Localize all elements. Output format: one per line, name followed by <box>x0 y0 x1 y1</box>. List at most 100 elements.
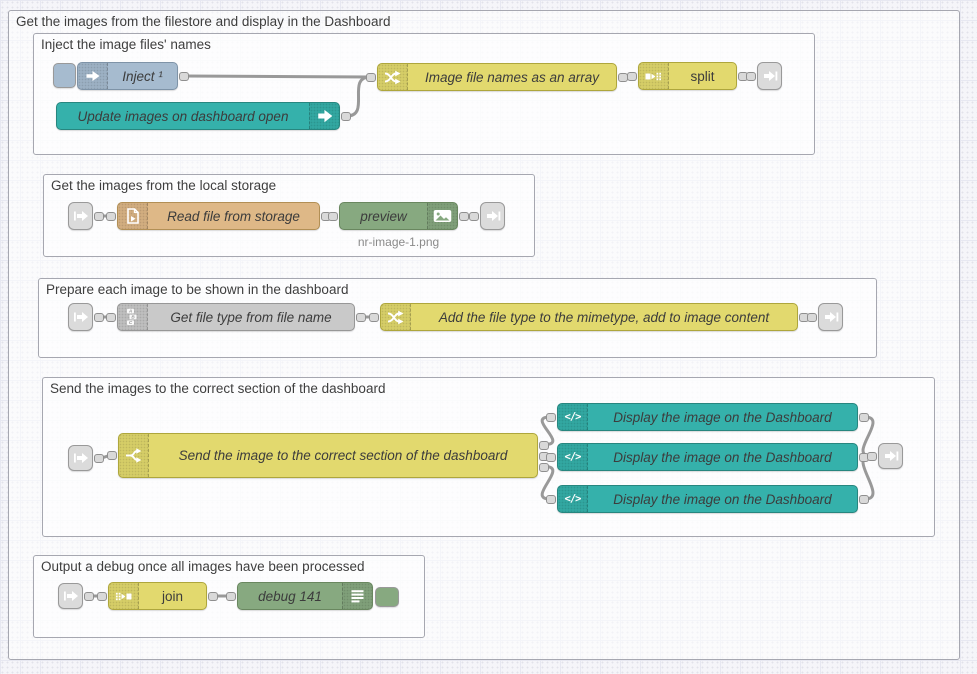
inject-button[interactable] <box>53 63 76 88</box>
switch-fork-icon <box>119 434 149 477</box>
ui-template-node-1[interactable]: </> Display the image on the Dashboard <box>546 403 869 431</box>
code-icon: </> <box>558 444 588 470</box>
link-in-icon <box>73 450 89 466</box>
input-port[interactable] <box>106 211 116 221</box>
node-label: preview <box>360 208 407 224</box>
ui-template-node-3[interactable]: </> Display the image on the Dashboard <box>546 485 869 513</box>
link-out-node[interactable] <box>746 62 782 90</box>
input-port[interactable] <box>107 451 117 460</box>
input-port[interactable] <box>106 312 116 322</box>
node-label: Image file names as an array <box>424 69 600 85</box>
debug-toggle-button[interactable] <box>375 587 399 607</box>
image-icon <box>427 203 457 229</box>
output-port[interactable] <box>94 312 104 322</box>
output-port[interactable] <box>84 591 94 601</box>
node-status-text: nr-image-1.png <box>357 235 440 249</box>
swap-arrows-icon <box>381 304 411 330</box>
wire[interactable] <box>861 454 875 501</box>
node-label: Display the image on the Dashboard <box>613 491 832 507</box>
join-node[interactable]: join <box>97 582 218 610</box>
swap-arrows-icon <box>378 64 408 90</box>
input-port[interactable] <box>546 452 556 462</box>
group-label: Output a debug once all images have been… <box>41 559 365 574</box>
image-preview-node[interactable]: preview <box>328 202 469 230</box>
link-out-icon <box>485 208 501 224</box>
debug-node[interactable]: debug 141 <box>226 582 373 610</box>
link-in-node[interactable] <box>68 202 104 230</box>
abc-sort-icon: A B C <box>118 304 148 330</box>
input-port[interactable] <box>366 72 376 82</box>
output-port-1[interactable] <box>539 441 549 450</box>
wire[interactable] <box>540 415 555 446</box>
input-port[interactable] <box>328 211 338 221</box>
node-label: Read file from storage <box>167 208 300 224</box>
output-port[interactable] <box>859 494 869 504</box>
group-label: Send the images to the correct section o… <box>50 381 386 396</box>
input-port[interactable] <box>226 591 236 601</box>
input-port[interactable] <box>546 412 556 422</box>
output-port[interactable] <box>356 312 366 322</box>
split-node[interactable]: split <box>627 62 748 90</box>
input-port[interactable] <box>746 71 756 81</box>
node-label: Send the image to the correct section of… <box>178 448 508 463</box>
output-port[interactable] <box>179 71 189 81</box>
output-port[interactable] <box>94 453 104 463</box>
input-port[interactable] <box>546 494 556 504</box>
output-port[interactable] <box>208 591 218 601</box>
input-port[interactable] <box>97 591 107 601</box>
input-port[interactable] <box>627 71 637 81</box>
input-port[interactable] <box>369 312 379 322</box>
group-inject-filenames[interactable]: Inject the image files' names <box>33 33 815 155</box>
wire[interactable] <box>540 465 555 501</box>
input-port[interactable] <box>867 451 877 461</box>
string-node-file-type[interactable]: A B C Get file type from file name <box>106 303 366 331</box>
link-out-icon <box>823 309 839 325</box>
change-node-filenames[interactable]: Image file names as an array <box>366 63 628 91</box>
link-in-icon <box>63 588 79 604</box>
link-in-node[interactable] <box>68 445 104 471</box>
link-out-icon <box>883 448 899 464</box>
link-out-icon <box>762 68 778 84</box>
inject-node[interactable]: Inject ¹ <box>77 62 189 90</box>
wire[interactable] <box>345 75 372 118</box>
split-icon <box>639 63 669 89</box>
ui-control-node[interactable]: Update images on dashboard open <box>56 102 351 130</box>
output-port[interactable] <box>341 111 351 121</box>
switch-node[interactable]: Send the image to the correct section of… <box>107 433 549 478</box>
node-label: Display the image on the Dashboard <box>613 449 832 465</box>
group-label: Inject the image files' names <box>41 37 211 52</box>
change-node-mimetype[interactable]: Add the file type to the mimetype, add t… <box>369 303 809 331</box>
ui-template-node-2[interactable]: </> Display the image on the Dashboard <box>546 443 869 471</box>
code-icon: </> <box>558 486 588 512</box>
group-label: Get the images from the filestore and di… <box>16 14 391 29</box>
group-label: Get the images from the local storage <box>51 178 277 193</box>
link-out-node[interactable] <box>867 443 903 469</box>
file-icon <box>118 203 148 229</box>
link-out-node[interactable] <box>469 202 505 230</box>
wire[interactable] <box>183 74 372 79</box>
svg-text:A: A <box>127 309 131 314</box>
input-port[interactable] <box>807 312 817 322</box>
svg-text:C: C <box>128 320 132 325</box>
svg-text:B: B <box>131 314 135 319</box>
link-in-node[interactable] <box>58 583 94 609</box>
link-in-icon <box>73 208 89 224</box>
output-port[interactable] <box>459 211 469 221</box>
node-label: join <box>161 588 183 604</box>
input-port[interactable] <box>469 211 479 221</box>
node-label: split <box>690 68 715 84</box>
link-in-node[interactable] <box>68 303 104 331</box>
output-port-3[interactable] <box>539 463 549 472</box>
wire[interactable] <box>861 415 875 458</box>
join-icon <box>109 583 139 609</box>
inject-icon <box>78 63 108 89</box>
node-label: Get file type from file name <box>170 309 332 325</box>
arrow-right-icon <box>309 103 339 129</box>
group-label: Prepare each image to be shown in the da… <box>46 282 349 297</box>
file-in-node[interactable]: Read file from storage <box>106 202 331 230</box>
link-out-node[interactable] <box>807 303 843 331</box>
code-icon: </> <box>558 404 588 430</box>
output-port[interactable] <box>859 412 869 422</box>
output-port[interactable] <box>94 211 104 221</box>
